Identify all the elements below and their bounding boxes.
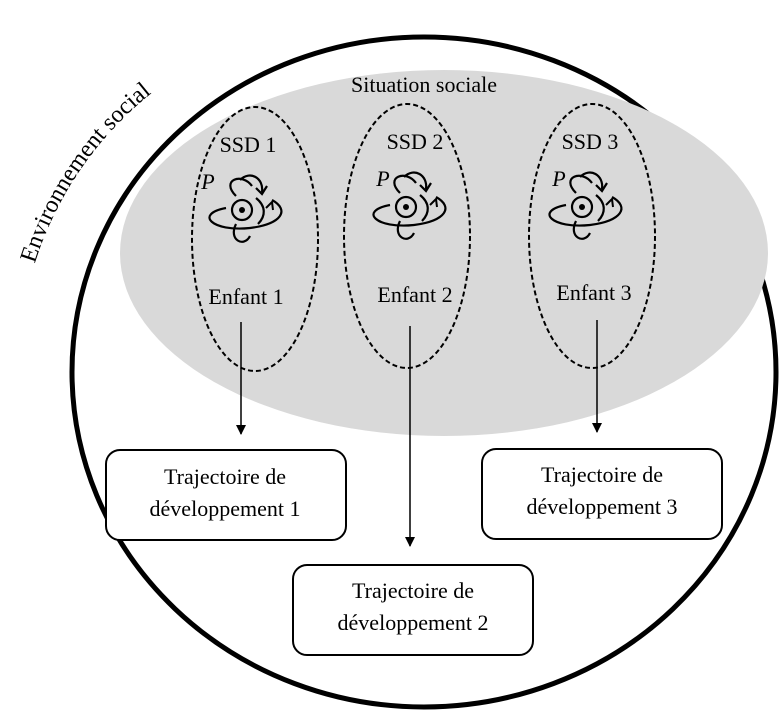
child-group-2: SSD 2 P Enfant 2 Trajectoire de développ… [292, 103, 534, 656]
trajectory-box-1 [105, 449, 347, 541]
situation-label: Situation sociale [351, 72, 497, 97]
ssd-ellipse-3 [528, 103, 656, 369]
trajectory-line2-1: développement 1 [150, 496, 301, 521]
child-label-3: Enfant 3 [556, 280, 631, 305]
trajectory-line2-3: développement 3 [527, 494, 678, 519]
trajectory-line1-3: Trajectoire de [541, 462, 663, 487]
trajectory-line2-2: développement 2 [338, 610, 489, 635]
environment-circle [69, 34, 779, 710]
ssd-label-1: SSD 1 [220, 132, 277, 157]
trajectory-box-2 [292, 564, 534, 656]
p-label-3: P [551, 166, 565, 191]
trajectory-line1-1: Trajectoire de [164, 464, 286, 489]
situation-ellipse [120, 70, 768, 436]
ssd-ellipse-1 [191, 106, 319, 372]
child-group-1: SSD 1 P Enfant 1 Trajectoire de développ… [105, 106, 347, 541]
trajectory-box-3 [481, 448, 723, 540]
ssd-ellipse-2 [343, 103, 471, 369]
p-label-2: P [375, 166, 389, 191]
trajectory-line1-2: Trajectoire de [352, 578, 474, 603]
child-label-1: Enfant 1 [208, 284, 283, 309]
p-label-1: P [200, 169, 214, 194]
ssd-label-3: SSD 3 [562, 129, 619, 154]
child-label-2: Enfant 2 [377, 282, 452, 307]
ssd-label-2: SSD 2 [387, 129, 444, 154]
child-group-3: SSD 3 P Enfant 3 Trajectoire de développ… [481, 103, 723, 540]
